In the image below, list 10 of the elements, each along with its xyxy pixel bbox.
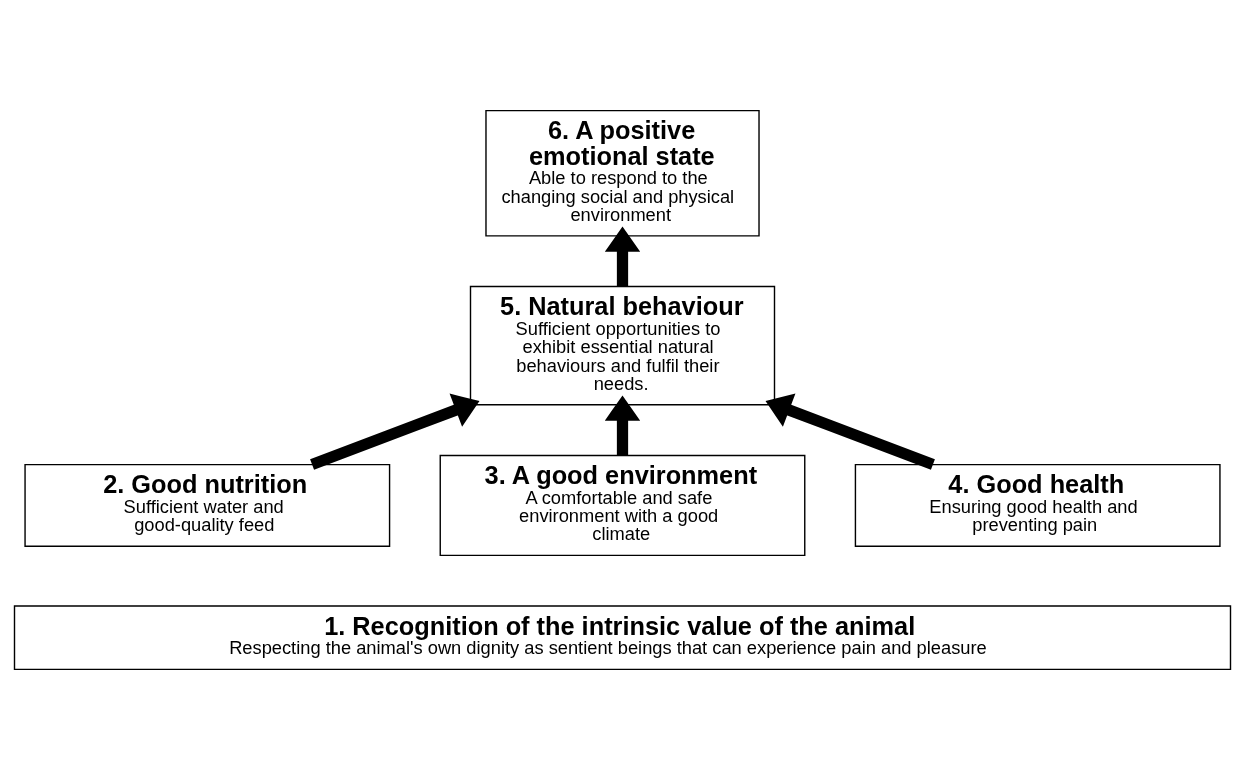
node-box: 5. Natural behaviour Sufficient opportunities to exhibit essential natural behaviours and fulfil their needs. [469, 285, 776, 406]
node-box: 3. A good environment A comfortable and safe environment with a good climate [439, 454, 806, 557]
arrow [765, 393, 935, 470]
node-box: 6. A positive emotional state Able to respond to the changing social and physical environment [485, 109, 760, 237]
node-box: 1. Recognition of the intrinsic value of the animal Respecting the animal's own dignity as sentient beings that can experience pain and pleasure [13, 605, 1232, 671]
arrow [310, 393, 480, 470]
arrow [604, 226, 641, 287]
arrow [604, 395, 641, 456]
node-box: 2. Good nutrition Sufficient water and good-quality feed [24, 463, 391, 547]
node-box: 4. Good health Ensuring good health and preventing pain [854, 463, 1221, 547]
